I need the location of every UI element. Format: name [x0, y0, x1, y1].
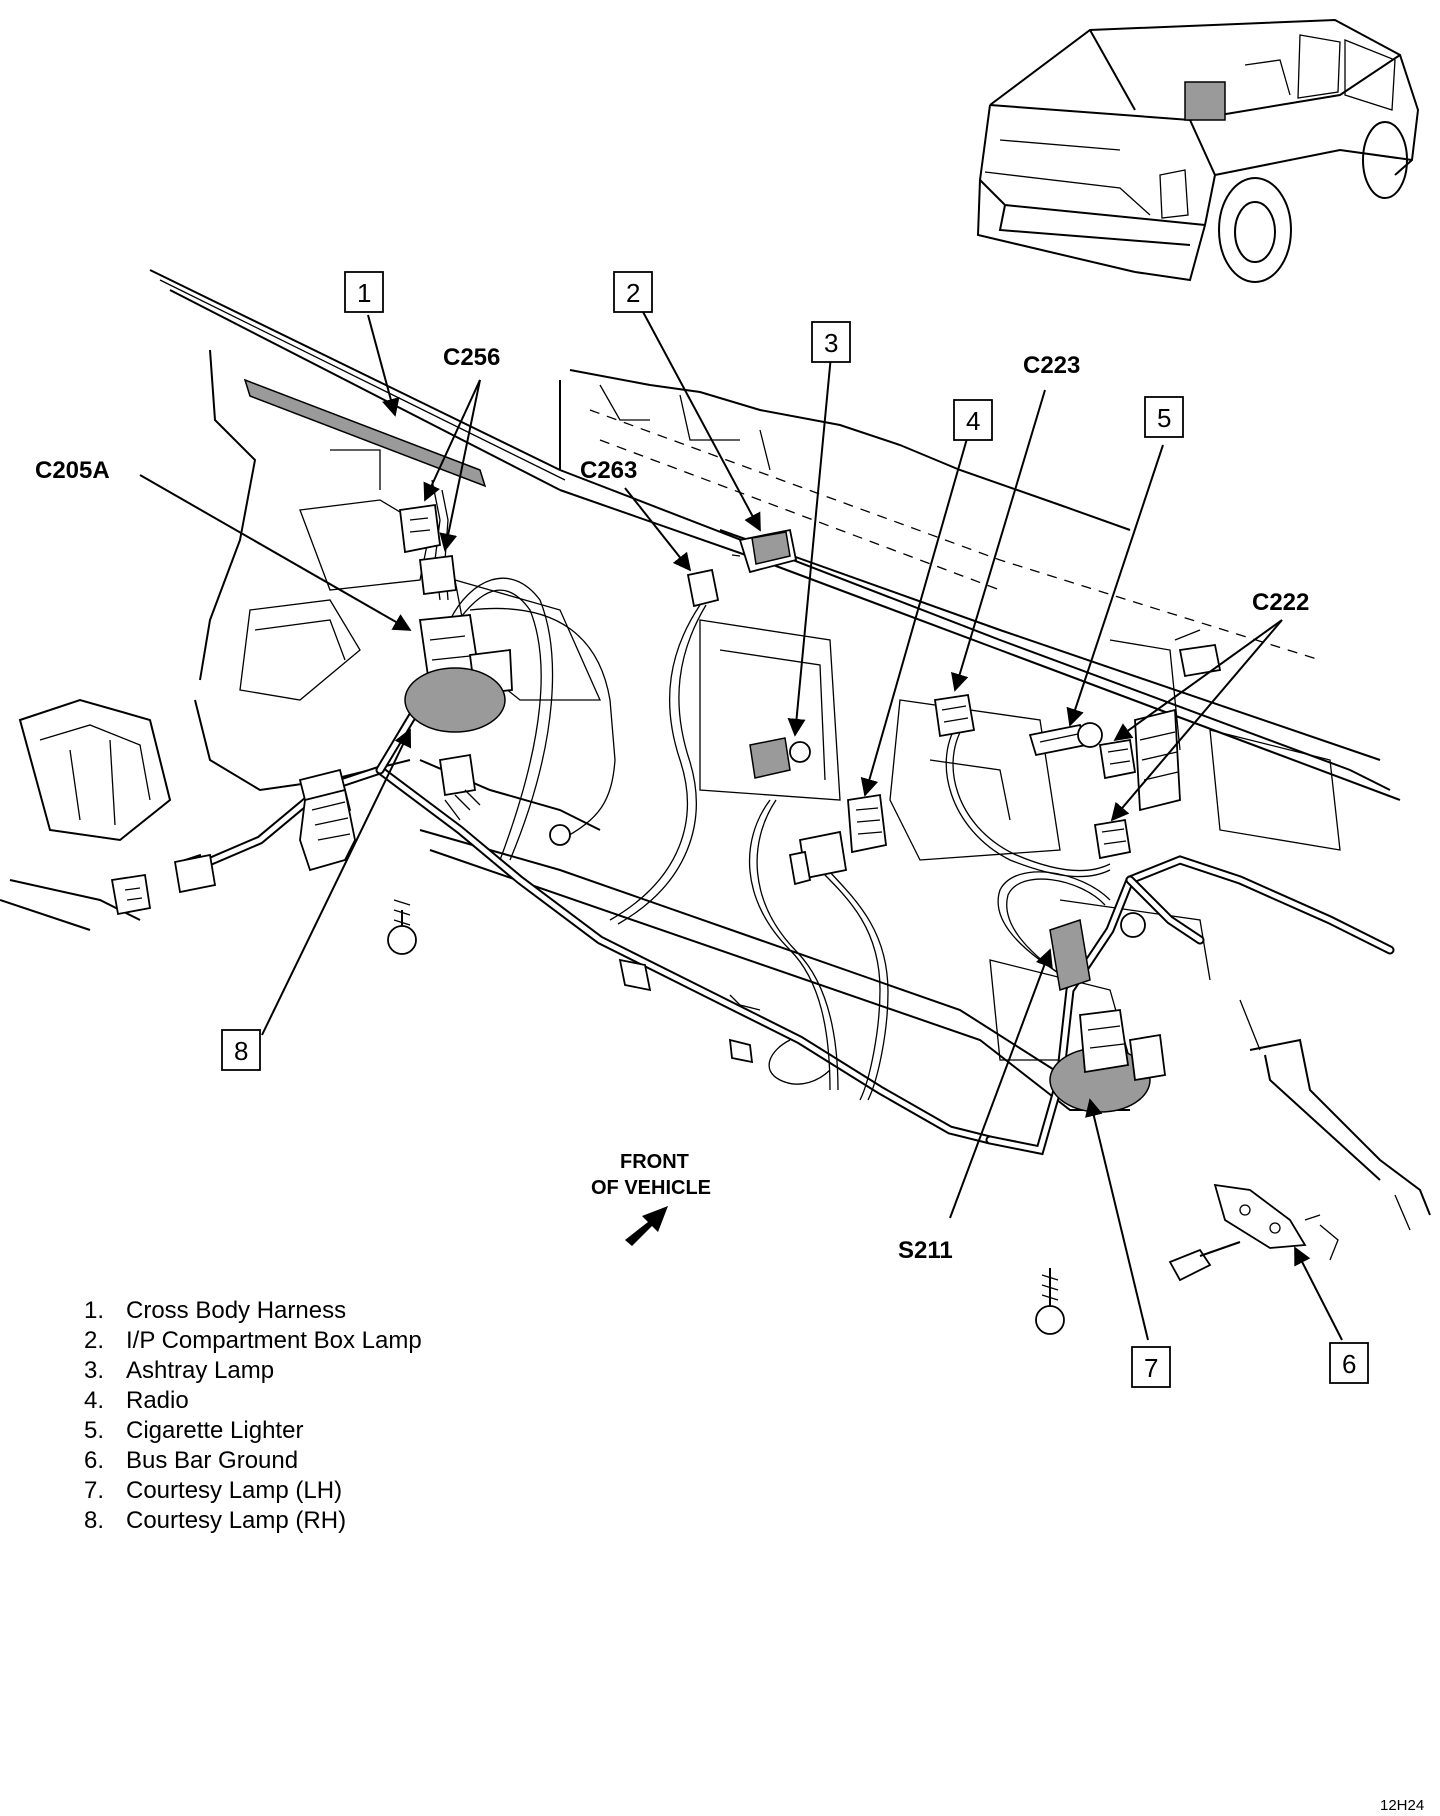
svg-text:2: 2 — [626, 278, 640, 308]
legend-text: Bus Bar Ground — [126, 1447, 299, 1474]
vehicle-thumbnail — [976, 18, 1420, 283]
legend-item: 3. Ashtray Lamp — [84, 1356, 422, 1386]
callout-4: 4 — [953, 399, 993, 441]
callout-8: 8 — [221, 1029, 261, 1071]
legend-text: Cigarette Lighter — [126, 1417, 304, 1444]
leader-arrows — [139, 309, 1343, 1341]
dash-structure — [0, 269, 1431, 1335]
svg-text:7: 7 — [1144, 1353, 1158, 1383]
legend-text: Radio — [126, 1387, 189, 1414]
legend-item: 8. Courtesy Lamp (RH) — [84, 1506, 422, 1536]
callout-5: 5 — [1144, 396, 1184, 438]
legend-number: 3. — [84, 1357, 105, 1384]
label-c222: C222 — [1252, 589, 1309, 616]
legend-text: Ashtray Lamp — [126, 1357, 275, 1384]
callout-boxes: 1 2 3 4 5 6 7 8 — [221, 271, 1369, 1388]
callout-7: 7 — [1131, 1346, 1171, 1388]
label-s211: S211 — [898, 1237, 953, 1264]
legend-text: Courtesy Lamp (LH) — [126, 1477, 343, 1504]
front-of-vehicle-indicator: FRONT OF VEHICLE — [591, 1151, 711, 1199]
legend-item: 1. Cross Body Harness — [84, 1296, 422, 1326]
svg-text:5: 5 — [1157, 403, 1171, 433]
svg-text:3: 3 — [824, 328, 838, 358]
svg-text:8: 8 — [234, 1036, 248, 1066]
legend-number: 6. — [84, 1447, 105, 1474]
svg-text:1: 1 — [357, 278, 371, 308]
svg-text:6: 6 — [1342, 1349, 1356, 1379]
legend-text: I/P Compartment Box Lamp — [126, 1327, 422, 1354]
callout-3: 3 — [811, 321, 851, 363]
svg-text:4: 4 — [966, 406, 980, 436]
front-label-line2: OF VEHICLE — [591, 1177, 711, 1199]
legend-number: 2. — [84, 1327, 105, 1354]
legend-text: Cross Body Harness — [126, 1297, 347, 1324]
front-label-line1: FRONT — [620, 1151, 689, 1173]
legend-number: 1. — [84, 1297, 105, 1324]
legend-number: 4. — [84, 1387, 105, 1414]
callout-1: 1 — [344, 271, 384, 313]
legend-item: 2. I/P Compartment Box Lamp — [84, 1326, 422, 1356]
legend-item: 4. Radio — [84, 1386, 422, 1416]
label-c263: C263 — [580, 457, 637, 484]
label-c256: C256 — [443, 344, 500, 371]
legend-item: 5. Cigarette Lighter — [84, 1416, 422, 1446]
connector-labels: C256 C205A C263 C223 C222 S211 — [35, 344, 1309, 1264]
callout-6: 6 — [1329, 1342, 1369, 1384]
wire-harness — [183, 479, 1395, 1156]
figure-code: 12H24 — [1380, 1797, 1424, 1814]
legend-item: 6. Bus Bar Ground — [84, 1446, 422, 1476]
label-c223: C223 — [1023, 352, 1080, 379]
legend: 1. Cross Body Harness 2. I/P Compartment… — [84, 1296, 422, 1536]
legend-number: 8. — [84, 1507, 105, 1534]
components — [110, 378, 1222, 1113]
label-c205a: C205A — [35, 457, 110, 484]
legend-number: 7. — [84, 1477, 105, 1504]
callout-2: 2 — [613, 271, 653, 313]
legend-text: Courtesy Lamp (RH) — [126, 1507, 347, 1534]
legend-item: 7. Courtesy Lamp (LH) — [84, 1476, 422, 1506]
legend-number: 5. — [84, 1417, 105, 1444]
